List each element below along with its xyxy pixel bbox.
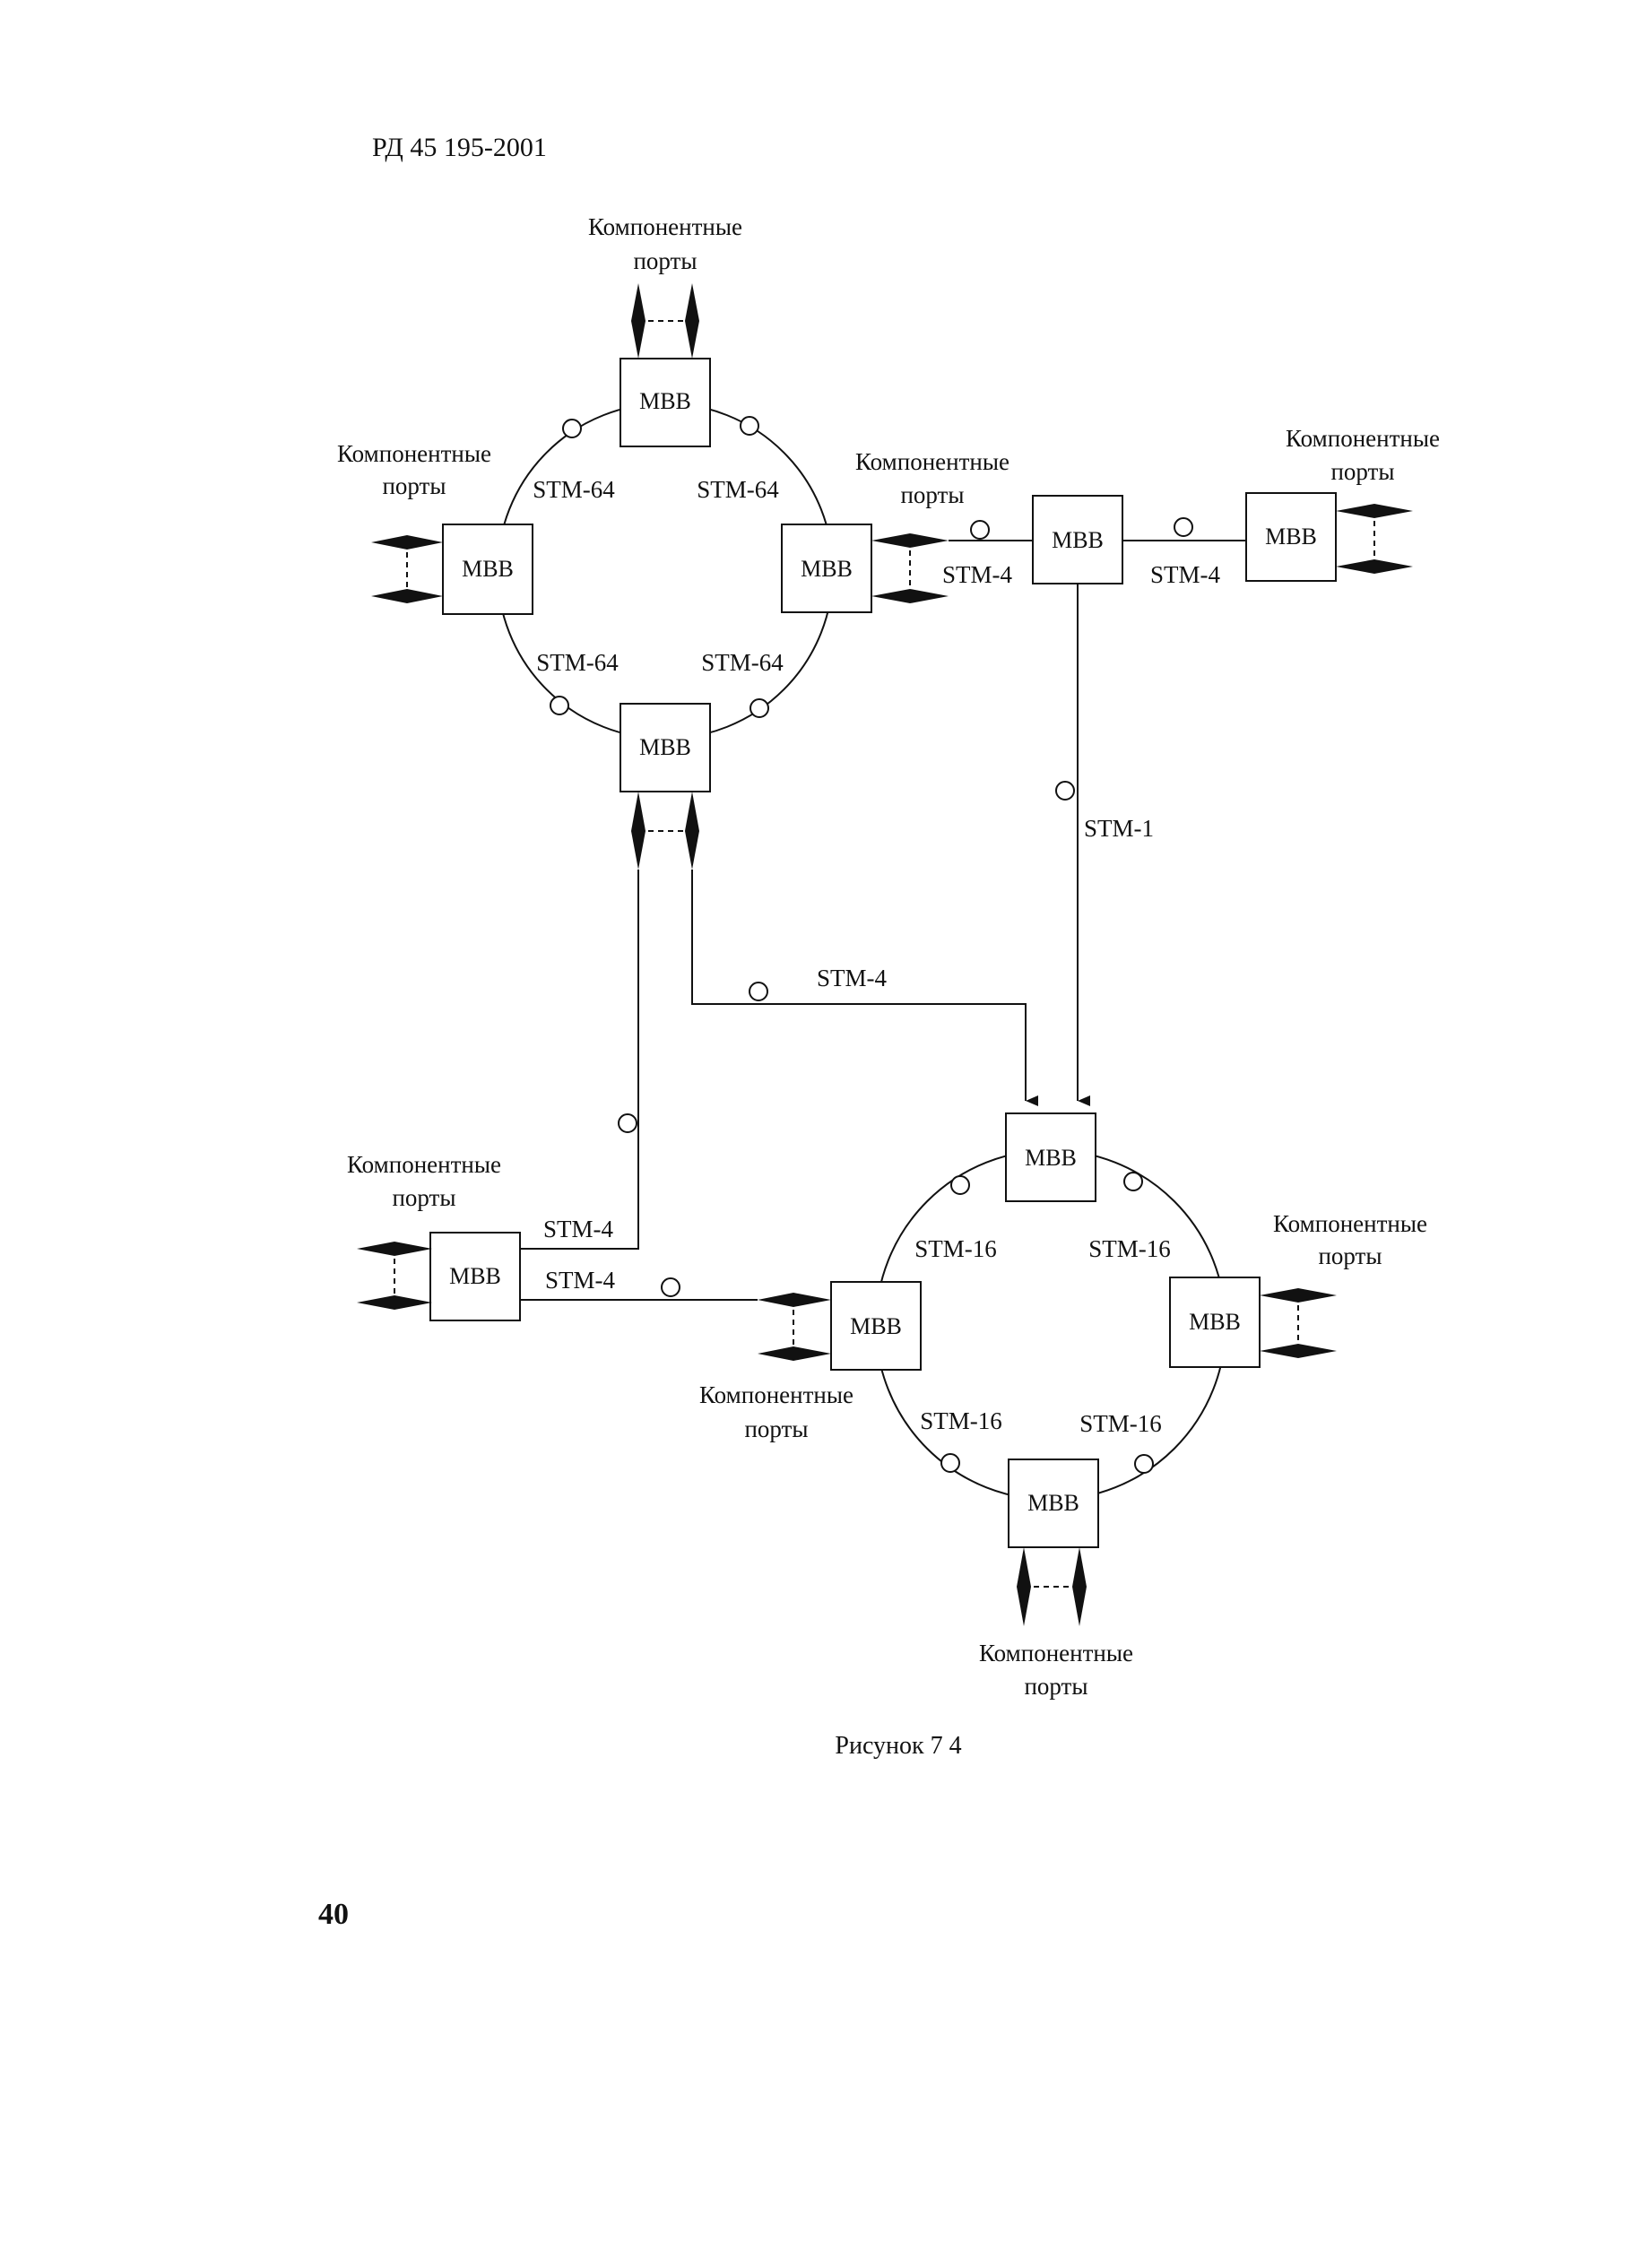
- ports-label-line2: порты: [900, 481, 964, 508]
- ports-label-line1: Компонентные: [1286, 425, 1440, 452]
- ring2-marker-ne: [1123, 1172, 1143, 1191]
- ring1-node-bottom: MBB: [620, 703, 711, 792]
- ring2-marker-sw: [940, 1453, 960, 1473]
- link-vertical-marker: [1055, 781, 1075, 801]
- ring1-marker-se: [750, 698, 769, 718]
- figure-caption: Рисунок 7 4: [835, 1732, 961, 1760]
- link-label: STM-16: [1088, 1235, 1171, 1262]
- ring2-marker-se: [1134, 1454, 1154, 1474]
- ports-left-ring1: [371, 535, 443, 603]
- link-label: STM-64: [533, 476, 615, 503]
- ring2-node-right: MBB: [1169, 1277, 1261, 1368]
- link-mid-marker: [749, 982, 768, 1001]
- ports-label-line1: Компонентные: [699, 1381, 853, 1408]
- ports-ring2-bottom: [1017, 1547, 1087, 1626]
- link-sw-lower-marker: [661, 1277, 680, 1297]
- link-sw-upper-marker: [618, 1113, 637, 1133]
- ring1-marker-sw: [550, 696, 569, 715]
- ring1-node-left: MBB: [442, 524, 533, 615]
- node-label: MBB: [449, 1263, 501, 1289]
- east-node-middle: MBB: [1032, 495, 1123, 584]
- link-label: STM-64: [536, 649, 619, 676]
- ring2-node-top: MBB: [1005, 1112, 1096, 1202]
- ring2-node-bottom: MBB: [1008, 1459, 1099, 1548]
- node-label: MBB: [1189, 1309, 1241, 1335]
- ring2-node-left: MBB: [830, 1281, 922, 1371]
- node-label: MBB: [850, 1313, 902, 1339]
- node-label: MBB: [1052, 527, 1104, 553]
- link-label: STM-1: [1084, 815, 1154, 842]
- ports-bottom-ring1: [631, 792, 699, 870]
- link-label: STM-4: [942, 561, 1013, 588]
- link-label: STM-16: [920, 1407, 1002, 1434]
- ports-top-ring1: [631, 283, 699, 359]
- ports-label-line2: порты: [633, 247, 697, 274]
- ports-label-line1: Компонентные: [1273, 1210, 1427, 1237]
- link-label: STM-4: [817, 965, 888, 991]
- ports-label-line2: порты: [392, 1184, 455, 1211]
- link-label: STM-64: [697, 476, 779, 503]
- node-label: MBB: [801, 556, 853, 582]
- ring2-marker-nw: [950, 1175, 970, 1195]
- ports-east-far: [1336, 504, 1413, 574]
- ports-sw-node: [357, 1242, 432, 1310]
- link-label: STM-64: [701, 649, 784, 676]
- link-label: STM-16: [1079, 1410, 1162, 1437]
- node-label: MBB: [1027, 1490, 1079, 1516]
- link-sw-upper-line: [520, 870, 639, 1250]
- ports-ring2-right: [1260, 1288, 1337, 1358]
- ports-right-ring1: [871, 533, 949, 603]
- link-label: STM-4: [1150, 561, 1221, 588]
- node-label: MBB: [1265, 524, 1317, 550]
- ports-label-line2: порты: [744, 1415, 808, 1442]
- node-label: MBB: [462, 556, 514, 582]
- node-label: MBB: [1025, 1145, 1077, 1171]
- document-header: РД 45 195-2001: [372, 133, 547, 162]
- ports-label-line2: порты: [1318, 1242, 1382, 1269]
- node-label: MBB: [639, 388, 691, 414]
- ring1-node-top: MBB: [620, 358, 711, 447]
- east-node-far: MBB: [1245, 492, 1337, 582]
- link-label: STM-4: [543, 1216, 614, 1242]
- ports-label-line2: порты: [382, 472, 446, 499]
- node-label: MBB: [639, 734, 691, 760]
- ring1-marker-ne: [740, 416, 759, 436]
- link-e-right-marker: [1174, 517, 1193, 537]
- ports-label-line1: Компонентные: [979, 1640, 1133, 1666]
- page-number: 40: [318, 1898, 349, 1931]
- ports-label-line1: Компонентные: [347, 1151, 501, 1178]
- ports-label-line1: Компонентные: [855, 448, 1009, 475]
- link-label: STM-4: [545, 1267, 616, 1294]
- link-label: STM-16: [914, 1235, 997, 1262]
- ports-label-line1: Компонентные: [588, 213, 742, 240]
- ports-ring2-left: [758, 1293, 831, 1361]
- sw-node: MBB: [429, 1232, 521, 1321]
- ports-label-line1: Компонентные: [337, 440, 491, 467]
- ports-label-line2: порты: [1330, 458, 1394, 485]
- ring1-node-right: MBB: [781, 524, 872, 613]
- link-mid-line: [691, 870, 1038, 1106]
- link-e-left-marker: [970, 520, 990, 540]
- ports-label-line2: порты: [1024, 1673, 1087, 1700]
- ring1-marker-nw: [562, 419, 582, 438]
